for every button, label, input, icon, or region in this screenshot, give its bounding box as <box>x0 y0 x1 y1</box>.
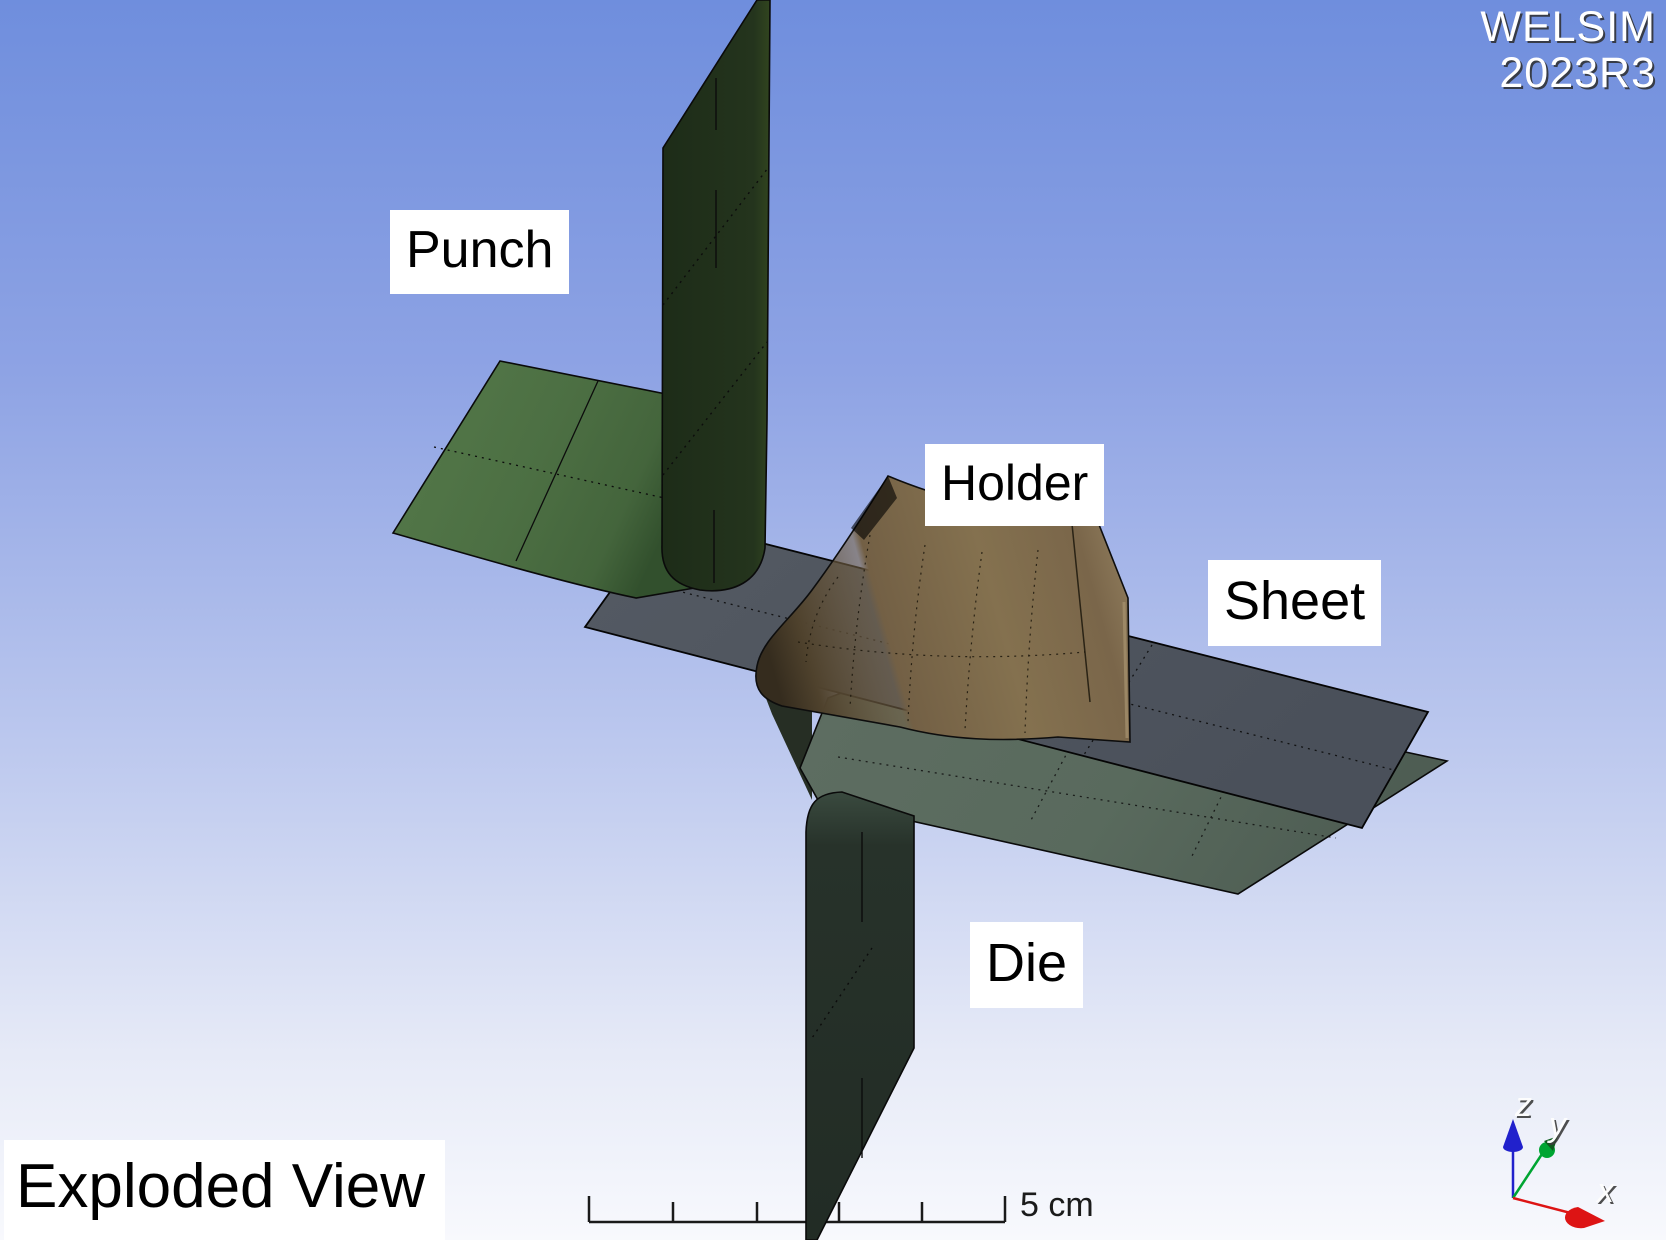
view-title: Exploded View <box>4 1140 446 1240</box>
holder-label: Holder <box>925 444 1105 526</box>
punch-label: Punch <box>390 210 570 294</box>
axis-triad[interactable] <box>1503 1119 1605 1229</box>
z-axis-label: z <box>1515 1086 1532 1124</box>
scale-bar <box>587 1196 1007 1224</box>
x-axis-label: x <box>1597 1172 1614 1210</box>
y-axis-label: y <box>1549 1106 1566 1144</box>
app-brand-version: 2023R3 <box>1499 49 1656 97</box>
die-shadow-wedge <box>762 684 812 800</box>
scale-bar-label: 5 cm <box>1020 1186 1094 1224</box>
die-label: Die <box>970 922 1084 1008</box>
punch-plate[interactable] <box>661 0 771 592</box>
y-axis <box>1511 1153 1544 1199</box>
punch-flange[interactable] <box>391 360 707 599</box>
y-axis-arrow-tip <box>1544 1136 1558 1151</box>
punch-geometry[interactable] <box>391 0 771 599</box>
sheet-label: Sheet <box>1208 560 1382 646</box>
holder-geometry[interactable] <box>755 474 1131 743</box>
z-axis-arrow <box>1503 1119 1523 1152</box>
die-plate[interactable] <box>805 791 915 1240</box>
app-brand-name: WELSIM <box>1480 3 1656 51</box>
app-brand: WELSIM 2023R3 <box>1480 4 1656 96</box>
x-axis-arrow <box>1564 1207 1605 1229</box>
holder-edge-dark <box>851 476 897 540</box>
